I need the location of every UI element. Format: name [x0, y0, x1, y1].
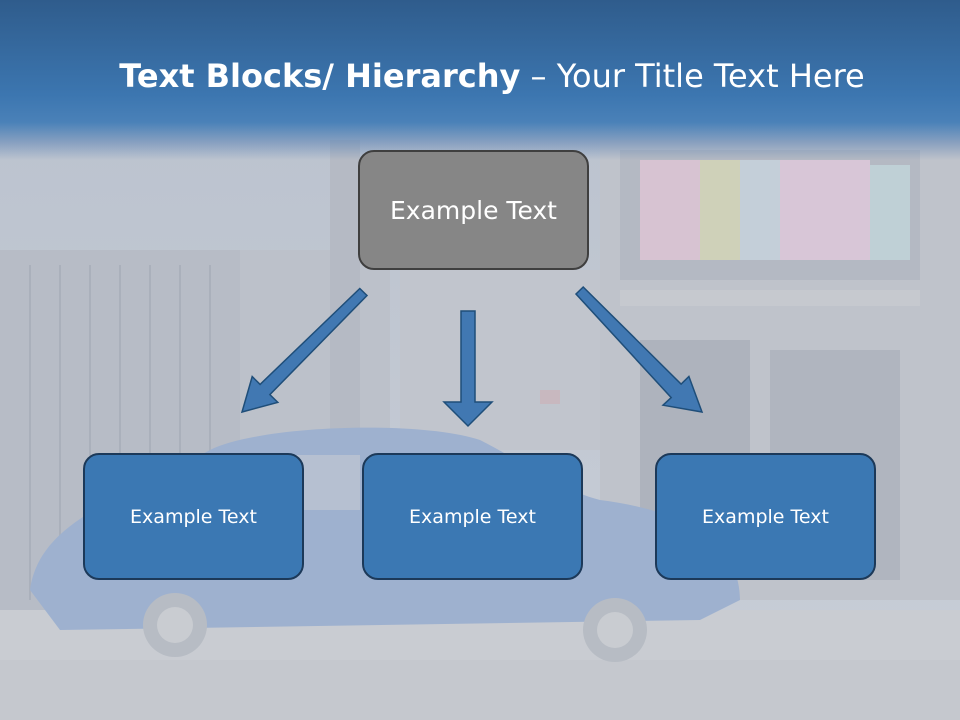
- arrow-down: [442, 310, 494, 428]
- root-node: Example Text: [358, 150, 589, 270]
- title-band: [0, 0, 960, 160]
- title-dash: –: [520, 57, 557, 95]
- child-node-label: Example Text: [130, 505, 257, 528]
- child-node-right: Example Text: [655, 453, 876, 580]
- slide-title: Text Blocks/ Hierarchy – Your Title Text…: [0, 52, 960, 100]
- title-bold: Text Blocks/ Hierarchy: [119, 57, 521, 95]
- arrow-down-left: [240, 287, 369, 414]
- child-node-center: Example Text: [362, 453, 583, 580]
- root-node-label: Example Text: [390, 195, 557, 225]
- child-node-label: Example Text: [409, 505, 536, 528]
- arrow-down-right: [574, 285, 704, 413]
- child-node-left: Example Text: [83, 453, 304, 580]
- title-rest: Your Title Text Here: [556, 57, 865, 95]
- child-node-label: Example Text: [702, 505, 829, 528]
